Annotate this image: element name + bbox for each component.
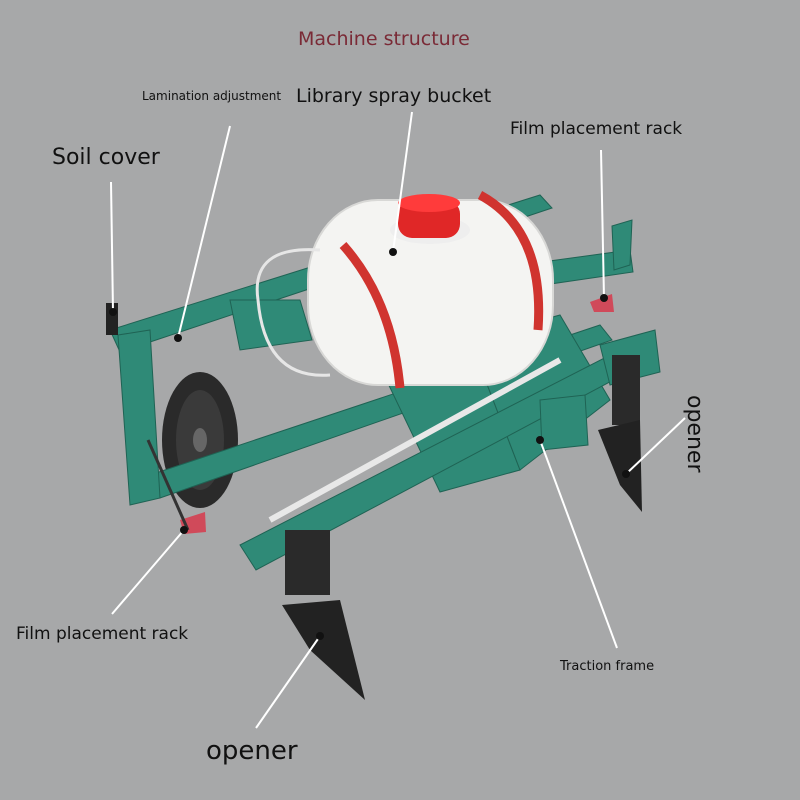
spray-pipe [268, 357, 562, 523]
label-film-placement-rack-bottom: Film placement rack [16, 624, 189, 644]
leader-lines [110, 111, 686, 729]
label-library-spray-bucket: Library spray bucket [296, 85, 492, 107]
leader-dots [109, 248, 630, 640]
label-traction-frame: Traction frame [560, 659, 655, 674]
opener-right-assembly [598, 355, 642, 512]
diagram-title: Machine structure [298, 28, 470, 50]
film-rack-holder-top [590, 294, 614, 312]
label-soil-cover: Soil cover [52, 145, 160, 170]
hose [255, 248, 331, 377]
label-opener-bottom: opener [206, 736, 298, 766]
label-lamination-adjustment: Lamination adjustment [142, 89, 282, 103]
label-film-placement-rack-top: Film placement rack [510, 119, 683, 139]
film-rack-rod [146, 439, 190, 531]
label-opener-right: opener [682, 395, 707, 473]
opener-front-assembly [282, 530, 365, 700]
spray-tank [307, 191, 554, 389]
